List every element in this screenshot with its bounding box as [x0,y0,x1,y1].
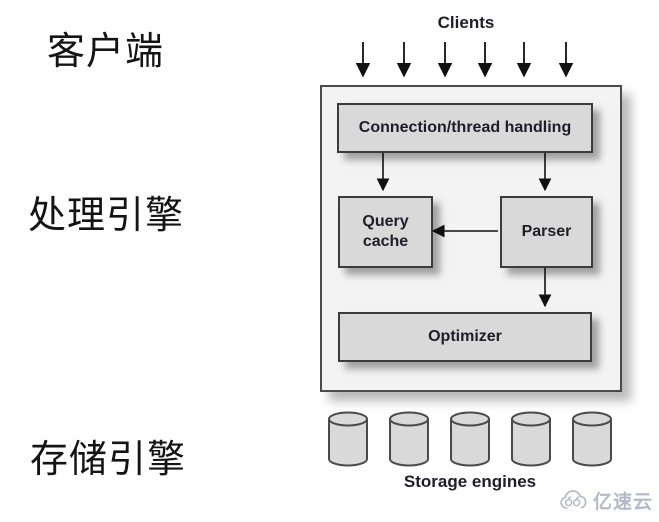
query-cache-box: Query cache [338,196,433,268]
storage-cylinder [328,411,368,467]
storage-engines-caption: Storage engines [403,472,537,491]
clients-heading: Clients [437,13,495,32]
query-cache-label: Query cache [362,213,409,250]
label-clients-zh: 客户端 [47,31,165,73]
storage-cylinder [511,411,551,467]
optimizer-box: Optimizer [338,312,592,362]
label-storage-engine-zh: 存储引擎 [30,439,187,481]
optimizer-label: Optimizer [428,328,502,345]
connection-thread-handling-label: Connection/thread handling [358,119,572,136]
yisucloud-cloud-icon [560,489,587,509]
parser-label: Parser [521,223,572,240]
storage-cylinder [450,411,490,467]
parser-box: Parser [500,196,593,268]
storage-cylinder [389,411,429,467]
watermark: 亿速云 [559,487,653,514]
storage-cylinder [572,411,612,467]
watermark-text: 亿速云 [592,492,653,513]
label-processing-engine-zh: 处理引擎 [28,195,185,237]
connection-thread-handling-box: Connection/thread handling [337,103,593,153]
